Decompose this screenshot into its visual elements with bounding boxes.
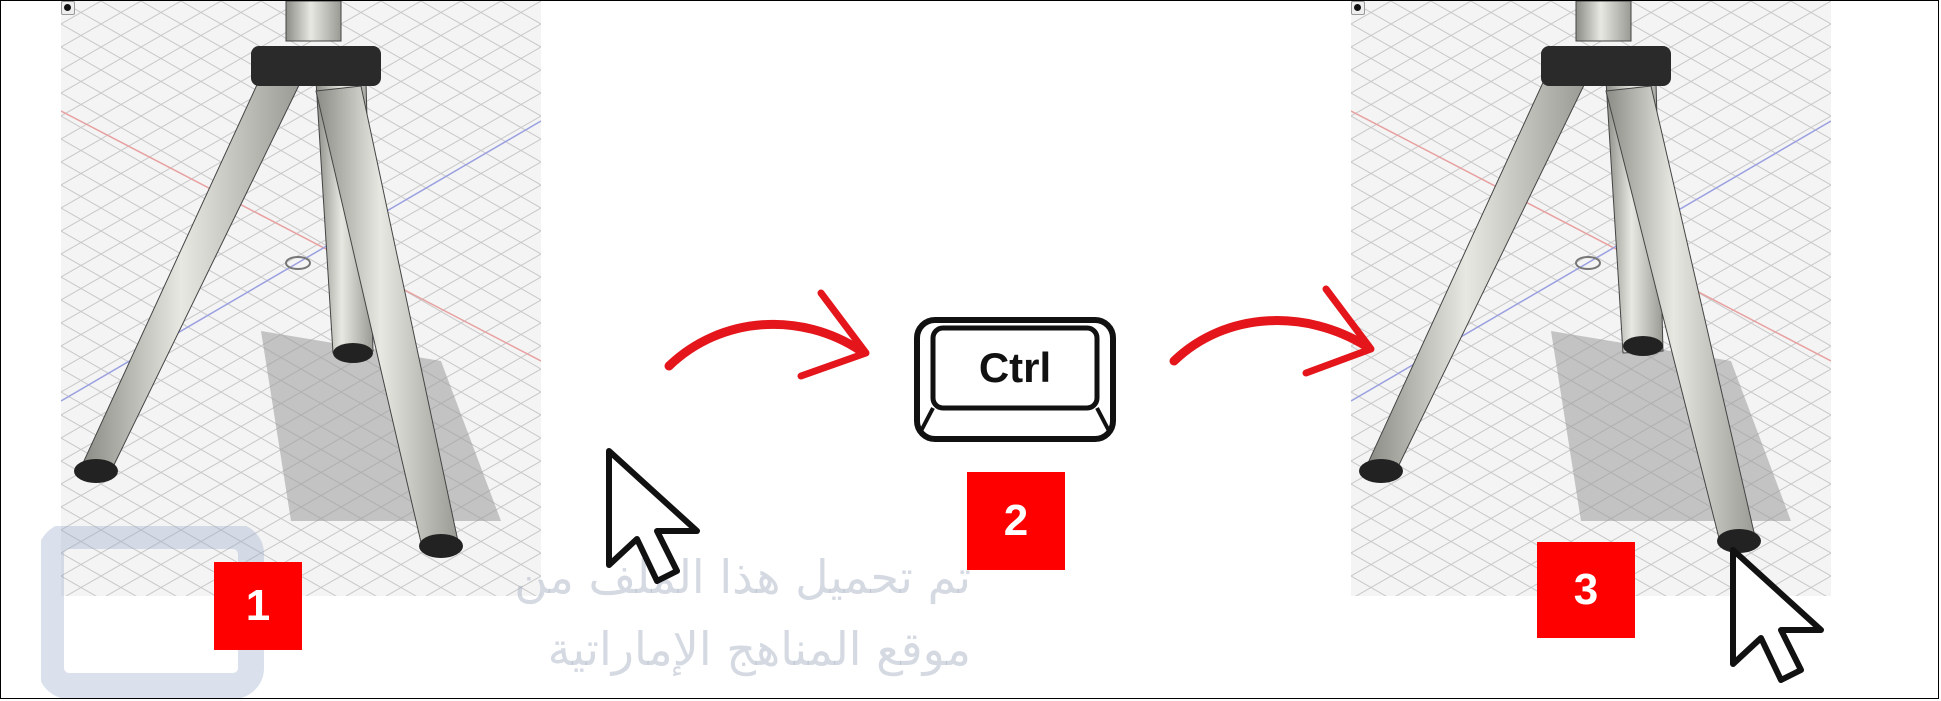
ctrl-key-icon: Ctrl: [913, 316, 1117, 443]
step-badge-3: 3: [1537, 542, 1635, 638]
step-badge-1: 1: [214, 562, 302, 650]
watermark-text: تم تحميل هذا الملف من موقع المناهج الإما…: [514, 550, 971, 676]
mouse-cursor-icon: [606, 448, 700, 584]
ctrl-key-label: Ctrl: [978, 344, 1052, 391]
viewport-toggle-button[interactable]: [1351, 1, 1365, 15]
arrow-right-icon: [664, 289, 870, 380]
arrow-right-icon: [1169, 285, 1375, 377]
mouse-cursor-icon: [1730, 547, 1824, 683]
step-badge-2: 2: [967, 472, 1065, 570]
tripod-model-after: [1351, 1, 1831, 596]
viewport-step-1: [61, 1, 541, 596]
viewport-step-3: [1351, 1, 1831, 596]
viewport-toggle-button[interactable]: [61, 1, 75, 15]
tripod-model-before: [61, 1, 541, 596]
